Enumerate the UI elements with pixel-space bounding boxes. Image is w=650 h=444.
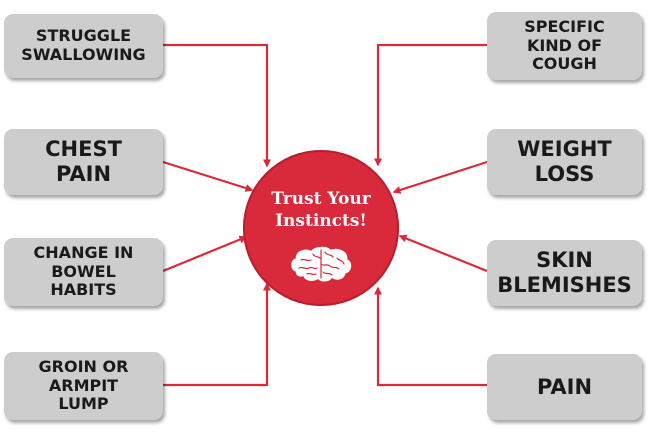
box-label: SPECIFIC KIND OF COUGH xyxy=(524,16,605,74)
arrow-cough xyxy=(374,43,487,167)
brain-icon xyxy=(289,245,353,288)
box-label: CHANGE IN BOWEL HABITS xyxy=(33,242,134,300)
arrow-chest-pain xyxy=(162,160,254,192)
center-title: Trust Your Instincts! xyxy=(271,189,371,232)
arrow-pain xyxy=(374,286,487,387)
box-change-in-bowel-habits: CHANGE IN BOWEL HABITS xyxy=(4,238,163,306)
arrow-bowel-habits xyxy=(162,235,248,273)
box-specific-kind-of-cough: SPECIFIC KIND OF COUGH xyxy=(487,12,642,80)
arrow-struggle-swallowing xyxy=(163,43,271,168)
box-weight-loss: WEIGHT LOSS xyxy=(487,129,642,195)
box-skin-blemishes: SKIN BLEMISHES xyxy=(487,240,642,306)
box-label: WEIGHT LOSS xyxy=(517,137,612,186)
box-label: GROIN OR ARMPIT LUMP xyxy=(38,356,129,414)
box-label: SKIN BLEMISHES xyxy=(497,248,632,297)
box-chest-pain: CHEST PAIN xyxy=(4,129,163,195)
center-circle: Trust Your Instincts! xyxy=(243,150,399,306)
arrow-weight-loss xyxy=(392,160,488,194)
box-groin-or-armpit-lump: GROIN OR ARMPIT LUMP xyxy=(4,352,163,420)
box-label: STRUGGLE SWALLOWING xyxy=(21,26,146,64)
arrow-groin-armpit xyxy=(163,282,271,387)
box-label: CHEST PAIN xyxy=(45,137,122,186)
box-pain: PAIN xyxy=(487,354,642,420)
box-struggle-swallowing: STRUGGLE SWALLOWING xyxy=(4,14,163,78)
box-label: PAIN xyxy=(536,374,593,399)
arrow-skin-blemishes xyxy=(398,234,488,273)
